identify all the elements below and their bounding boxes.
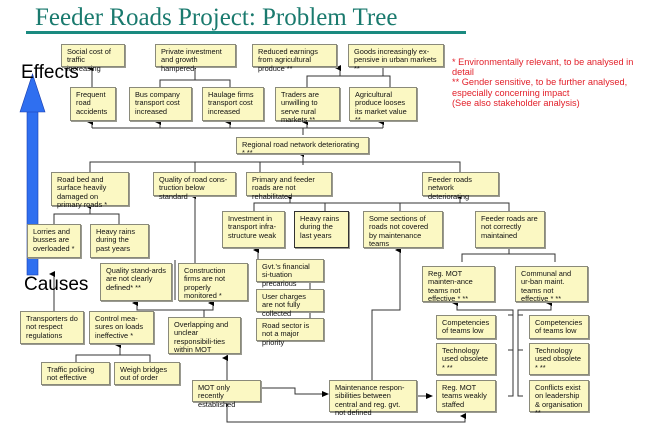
box-competencies-2: Competencies of teams low (529, 315, 589, 339)
box-road-bed: Road bed and surface heavily damaged on … (51, 172, 129, 209)
box-user-charges: User charges are not fully collected (256, 289, 324, 318)
box-goods-expensive: Goods increasingly ex-pensive in urban m… (348, 44, 444, 73)
box-not-rehabilitated: Primary and feeder roads are not rehabil… (246, 172, 332, 201)
box-competencies-1: Competencies of teams low (436, 315, 496, 339)
box-bus-cost: Bus company transport cost increased (129, 87, 192, 121)
box-technology-1: Technology used obsolete * ** (436, 343, 496, 375)
box-not-maintained: Feeder roads are not correctly maintaine… (475, 211, 545, 248)
causes-label: Causes (24, 274, 89, 295)
box-transporters: Transporters do not respect regulations (20, 311, 84, 344)
box-road-sector: Road sector is not a major priority (256, 318, 324, 347)
box-technology-2: Technology used obsolete * ** (529, 343, 589, 375)
box-frequent-accidents: Frequent road accidents (70, 87, 116, 121)
box-feeder-network: Feeder roads network deteriorating (422, 172, 499, 201)
legend-notes: * Environmentally relevant, to be analys… (452, 57, 651, 108)
box-communal-teams: Communal and ur-ban maint. teams not eff… (515, 266, 588, 303)
title-underline (26, 31, 466, 34)
box-private-investment: Private investment and growth hampered (155, 44, 236, 73)
box-conflicts: Conflicts exist on leadership & organisa… (529, 380, 589, 417)
box-agri-value: Agricultural produce looses its market v… (349, 87, 417, 124)
effects-causes-arrow (19, 73, 46, 276)
box-overlapping: Overlapping and unclear responsibili-tie… (168, 317, 241, 354)
box-quality-construction: Quality of road cons-truction below stan… (153, 172, 236, 201)
box-control-measures: Control mea-sures on loads ineffective * (89, 311, 154, 344)
box-reg-mot-staffed: Reg. MOT teams weakly staffed (436, 380, 496, 412)
box-weigh-bridges: Weigh bridges out of order (114, 362, 180, 385)
box-lorries-overloaded: Lorries and busses are overloaded * (27, 224, 81, 258)
box-mot-recent: MOT only recently established (192, 380, 261, 409)
box-regional-network: Regional road network deteriorating * ** (236, 137, 369, 157)
box-social-cost: Social cost of traffic increasing (61, 44, 125, 73)
effects-label: Effects (21, 62, 79, 83)
box-govt-financial: Gvt.'s financial si-tuation precarious (256, 259, 324, 288)
box-traders-unwilling: Traders are unwilling to serve rural mar… (275, 87, 340, 124)
note-gender: ** Gender sensitive, to be further analy… (452, 77, 628, 98)
box-construction-firms: Construction firms are not properly moni… (178, 263, 248, 301)
note-stakeholder: (See also stakeholder analysis) (452, 97, 580, 108)
box-traffic-policing: Traffic policing not effective (41, 362, 110, 385)
box-maintenance-resp: Maintenance respon-sibilities between ce… (329, 380, 417, 417)
box-haulage-cost: Haulage firms transport cost increased (202, 87, 264, 121)
page-title: Feeder Roads Project: Problem Tree (35, 4, 398, 31)
box-reduced-earnings: Reduced earnings from agricultural produ… (252, 44, 337, 73)
box-investment-weak: Investment in transport infra-structure … (222, 211, 285, 248)
box-heavy-rains-past: Heavy rains during the past years (90, 224, 149, 258)
box-sections-not-covered: Some sections of roads not covered by ma… (363, 211, 443, 248)
note-environmental: * Environmentally relevant, to be analys… (452, 57, 634, 78)
box-reg-mot-teams: Reg. MOT mainten-ance teams not effectiv… (422, 266, 495, 303)
box-quality-standards: Quality stand-ards are not clearly defin… (100, 263, 172, 301)
box-heavy-rains-last: Heavy rains during the last years (294, 211, 349, 248)
